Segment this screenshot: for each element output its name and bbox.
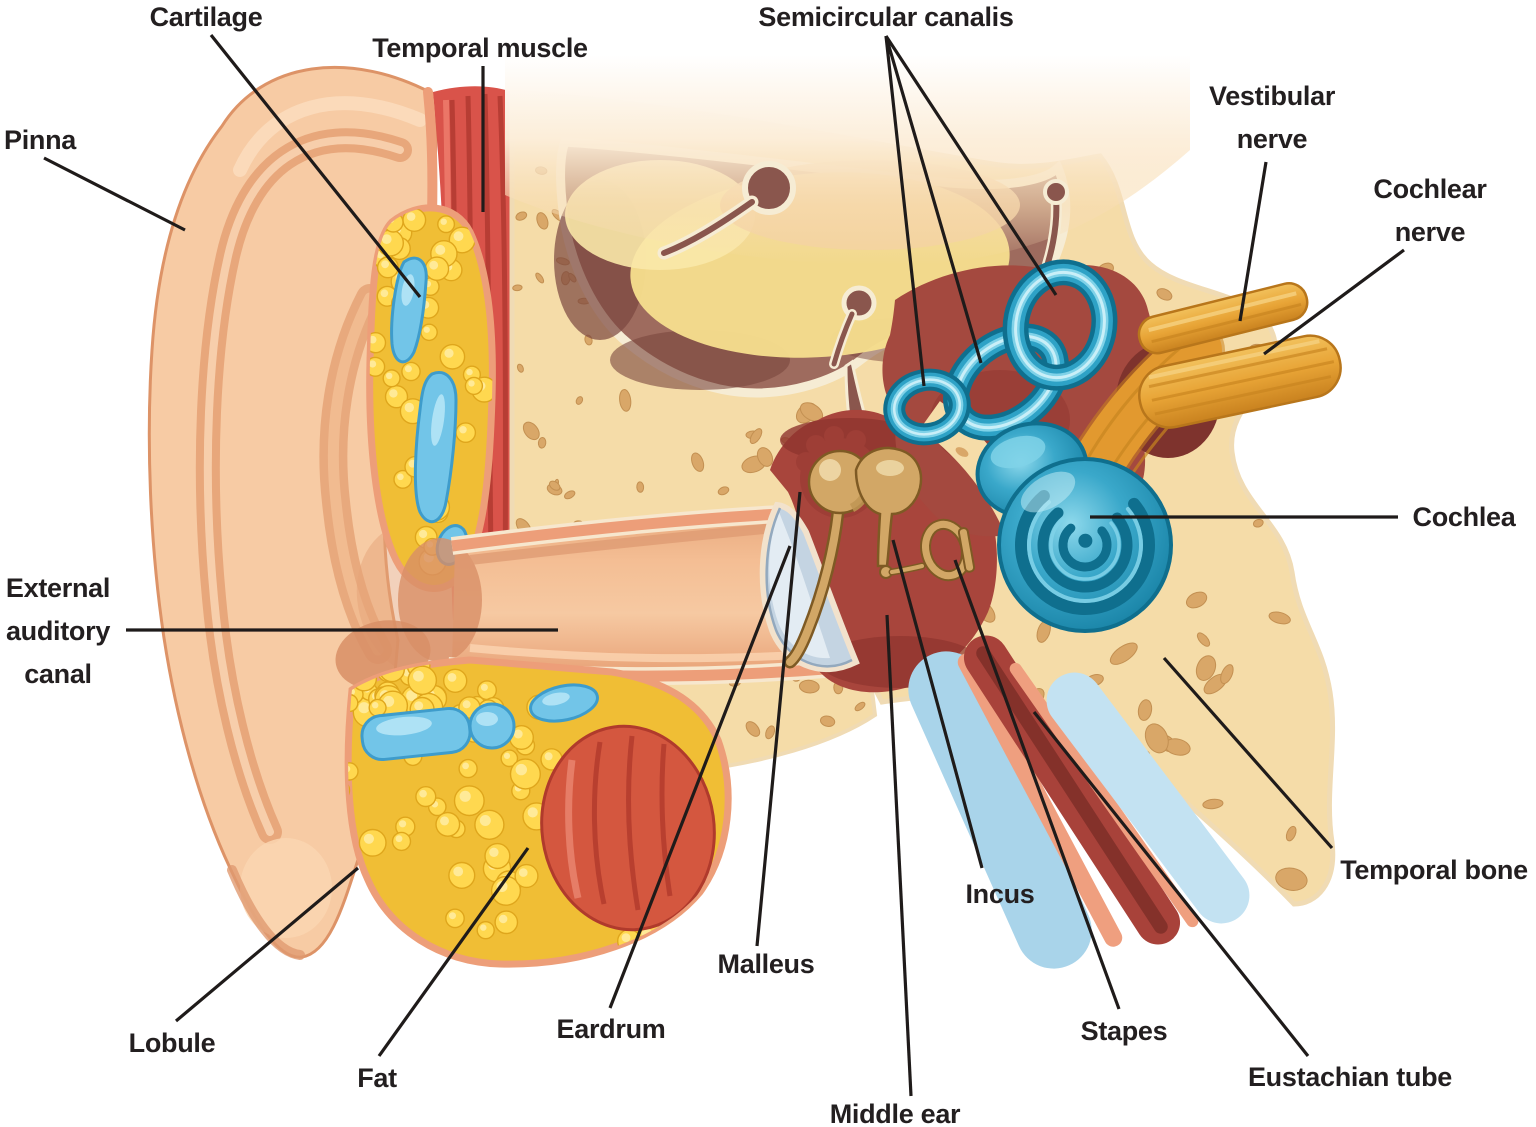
cochlear-nerve-shape bbox=[1138, 334, 1342, 429]
label-text-stapes: Stapes bbox=[1081, 1016, 1168, 1046]
fat-lower-region bbox=[344, 656, 732, 968]
leader-line-temporal-bone bbox=[1162, 656, 1334, 850]
incus-shape bbox=[854, 446, 923, 579]
semicircular-canals-shape bbox=[883, 259, 1118, 519]
leader-line-semicircular-canalis bbox=[884, 35, 1058, 296]
label-text-vestibular-nerve: nerve bbox=[1237, 124, 1308, 154]
fat-tissue-core bbox=[540, 724, 716, 932]
label-text-incus: Incus bbox=[965, 879, 1034, 909]
label-temporal-bone: Temporal bone bbox=[1162, 656, 1528, 885]
label-text-cartilage: Cartilage bbox=[150, 2, 263, 32]
label-middle-ear: Middle ear bbox=[830, 614, 961, 1127]
leader-line-stapes bbox=[953, 559, 1121, 1010]
leader-line-cochlear-nerve bbox=[1263, 248, 1405, 356]
leader-line-eardrum bbox=[608, 545, 792, 1009]
label-eardrum: Eardrum bbox=[557, 545, 792, 1044]
label-cartilage: Cartilage bbox=[150, 2, 422, 298]
leader-line-vestibular-nerve bbox=[1238, 161, 1268, 322]
label-text-external-auditory-canal: canal bbox=[24, 659, 92, 689]
cartilage-blobs bbox=[360, 683, 599, 762]
label-vestibular-nerve: Vestibular nerve bbox=[1209, 81, 1336, 322]
leader-line-semicircular-canalis bbox=[884, 35, 926, 387]
label-text-eardrum: Eardrum bbox=[557, 1014, 666, 1044]
leader-line-fat bbox=[377, 847, 530, 1057]
label-text-cochlear-nerve: Cochlear bbox=[1373, 174, 1487, 204]
leader-line-malleus bbox=[755, 491, 802, 947]
label-text-external-auditory-canal: External bbox=[6, 573, 110, 603]
label-text-cochlear-nerve: nerve bbox=[1395, 217, 1466, 247]
label-text-middle-ear: Middle ear bbox=[830, 1099, 961, 1127]
soft-glow bbox=[505, 55, 1190, 266]
malleus-shape bbox=[783, 426, 880, 669]
label-cochlear-nerve: Cochlear nerve bbox=[1263, 174, 1488, 356]
label-text-external-auditory-canal: auditory bbox=[6, 616, 110, 646]
label-text-pinna: Pinna bbox=[4, 125, 77, 155]
label-cochlea: Cochlea bbox=[1090, 502, 1517, 532]
ossicles bbox=[783, 426, 976, 669]
eustachian-tube-shape bbox=[908, 635, 1250, 969]
leader-line-eustachian-tube bbox=[1032, 711, 1310, 1057]
label-text-fat: Fat bbox=[357, 1063, 397, 1093]
label-malleus: Malleus bbox=[718, 491, 815, 979]
leader-line-middle-ear bbox=[885, 614, 913, 1097]
label-fat: Fat bbox=[357, 847, 530, 1093]
leader-line-lobule bbox=[174, 866, 360, 1023]
label-text-malleus: Malleus bbox=[718, 949, 815, 979]
label-lobule: Lobule bbox=[129, 866, 360, 1058]
label-text-temporal-muscle: Temporal muscle bbox=[372, 33, 588, 63]
leader-line-incus bbox=[891, 539, 984, 869]
label-text-vestibular-nerve: Vestibular bbox=[1209, 81, 1336, 111]
label-eustachian-tube: Eustachian tube bbox=[1032, 711, 1453, 1092]
label-text-cochlea: Cochlea bbox=[1413, 502, 1517, 532]
label-external-auditory-canal: External auditory canal bbox=[6, 573, 558, 689]
label-text-semicircular-canalis: Semicircular canalis bbox=[758, 2, 1013, 32]
stapes-shape bbox=[888, 518, 976, 582]
label-temporal-muscle: Temporal muscle bbox=[372, 33, 588, 212]
label-stapes: Stapes bbox=[953, 559, 1168, 1046]
label-text-eustachian-tube: Eustachian tube bbox=[1248, 1062, 1452, 1092]
fat-upper-region bbox=[366, 204, 496, 592]
label-semicircular-canalis: Semicircular canalis bbox=[758, 2, 1058, 387]
label-pinna: Pinna bbox=[4, 125, 186, 232]
leader-line-pinna bbox=[43, 156, 186, 232]
cochlea-shape bbox=[997, 457, 1173, 633]
leader-line-semicircular-canalis bbox=[884, 35, 983, 364]
label-text-temporal-bone: Temporal bone bbox=[1340, 855, 1528, 885]
leader-line-cartilage bbox=[209, 34, 422, 298]
label-incus: Incus bbox=[891, 539, 1035, 909]
label-text-lobule: Lobule bbox=[129, 1028, 216, 1058]
vestibular-nerve-shape bbox=[1137, 282, 1309, 355]
